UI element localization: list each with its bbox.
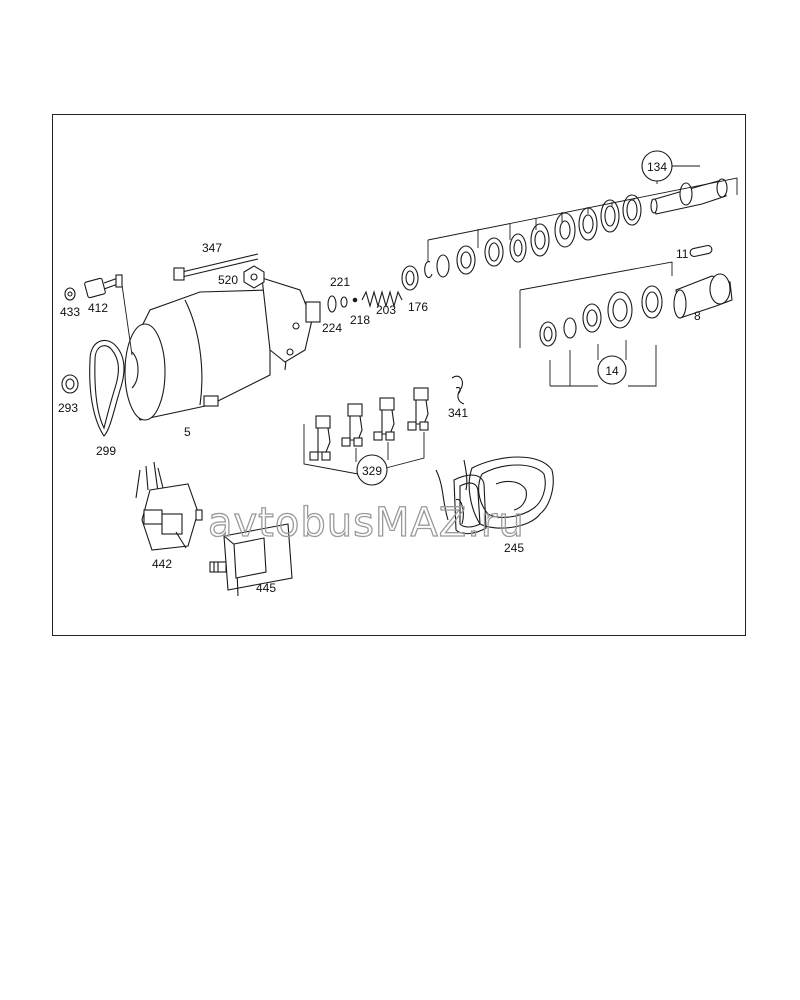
brush-set-329	[309, 387, 429, 461]
label-442: 442	[152, 557, 172, 571]
through-bolt	[173, 253, 265, 289]
label-203: 203	[376, 303, 396, 317]
label-176: 176	[408, 300, 428, 314]
key-11	[689, 244, 713, 258]
label-299: 299	[96, 444, 116, 458]
clip-341	[451, 375, 465, 405]
terminal-block-445	[209, 523, 293, 597]
label-14: 14	[605, 364, 619, 378]
label-218: 218	[350, 313, 370, 327]
washers-small	[327, 295, 358, 313]
field-coil-245	[435, 456, 554, 535]
starter-motor-housing	[124, 277, 321, 421]
brush-holder-442	[135, 461, 203, 551]
label-520: 520	[218, 273, 238, 287]
label-445: 445	[256, 581, 276, 595]
drive-component-series	[424, 178, 728, 279]
label-5: 5	[184, 425, 191, 439]
pinion-8	[673, 273, 733, 319]
spring	[361, 289, 403, 309]
bearing-176	[401, 265, 419, 291]
bushing-293	[61, 374, 79, 394]
label-221: 221	[330, 275, 350, 289]
label-8: 8	[694, 309, 701, 323]
label-293: 293	[58, 401, 78, 415]
bearing-set-14	[539, 285, 663, 347]
diagram-frame	[52, 114, 746, 636]
label-11: 11	[676, 247, 689, 261]
callout-134: 134	[641, 150, 673, 182]
label-245: 245	[504, 541, 524, 555]
cap-433	[64, 287, 76, 301]
label-341: 341	[448, 406, 468, 420]
callout-329: 329	[356, 454, 388, 486]
label-433: 433	[60, 305, 80, 319]
connector-412	[84, 274, 123, 299]
label-329: 329	[362, 464, 382, 478]
callout-14: 14	[597, 355, 627, 385]
label-347: 347	[202, 241, 222, 255]
seal-ring-299	[89, 339, 125, 437]
label-134: 134	[647, 160, 667, 174]
watermark: avtobusMAZ.ru	[208, 500, 525, 546]
label-412: 412	[88, 301, 108, 315]
label-224: 224	[322, 321, 342, 335]
